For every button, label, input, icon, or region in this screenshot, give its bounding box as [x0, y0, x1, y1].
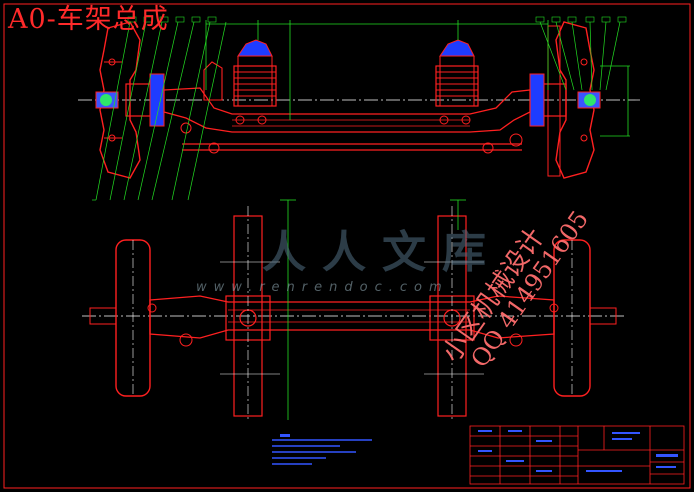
plan-dimensions [280, 199, 466, 420]
part-leaders-left [92, 21, 227, 201]
top-dimensions [205, 20, 630, 137]
right-frame-rail [424, 206, 484, 420]
steering-arm [203, 61, 223, 101]
watermark-brand: 人人文库 [262, 227, 502, 278]
tie-rod [180, 122, 523, 154]
left-frame-rail [220, 206, 280, 420]
part-leaders-right [539, 21, 621, 91]
left-wheel-hub [95, 21, 165, 179]
drawing-frame [3, 3, 691, 489]
title-block [469, 425, 685, 485]
front-view [78, 16, 640, 201]
title-block-text-marks [478, 430, 678, 472]
watermark-url: www.renrendoc.com [196, 280, 449, 295]
axle-beam [163, 87, 531, 133]
part-balloons [127, 16, 627, 23]
right-wheel-hub [529, 21, 601, 179]
technical-notes [272, 434, 372, 465]
plan-view [82, 199, 624, 420]
drawing-title: A0-车架总成 [8, 4, 169, 35]
left-spring-seat [233, 39, 277, 125]
right-spring-seat [435, 39, 479, 125]
